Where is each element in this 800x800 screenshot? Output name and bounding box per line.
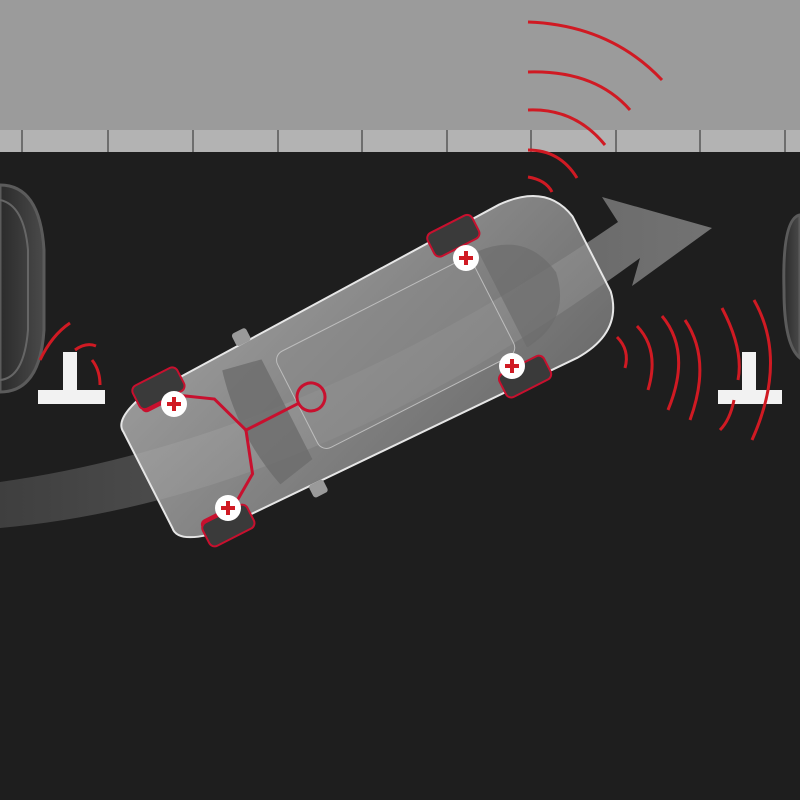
plus-icon	[453, 245, 479, 271]
plus-icon	[499, 353, 525, 379]
plus-icon	[215, 495, 241, 521]
parked-car-left	[0, 183, 46, 394]
sensor-wave-icon	[615, 299, 772, 441]
parking-marker-left	[38, 352, 105, 404]
car-rear-window	[478, 244, 560, 348]
plus-icon	[161, 391, 187, 417]
parked-car-right	[782, 213, 800, 360]
sidewalk	[0, 0, 800, 130]
curb	[0, 130, 800, 152]
sensor-wave-icon	[527, 20, 664, 193]
car-mirror	[309, 479, 328, 498]
car-mirror	[231, 328, 251, 346]
parking-marker-right	[718, 352, 782, 404]
sensor-wave-icon	[38, 321, 102, 386]
car	[120, 195, 615, 548]
car-windshield	[222, 359, 313, 485]
